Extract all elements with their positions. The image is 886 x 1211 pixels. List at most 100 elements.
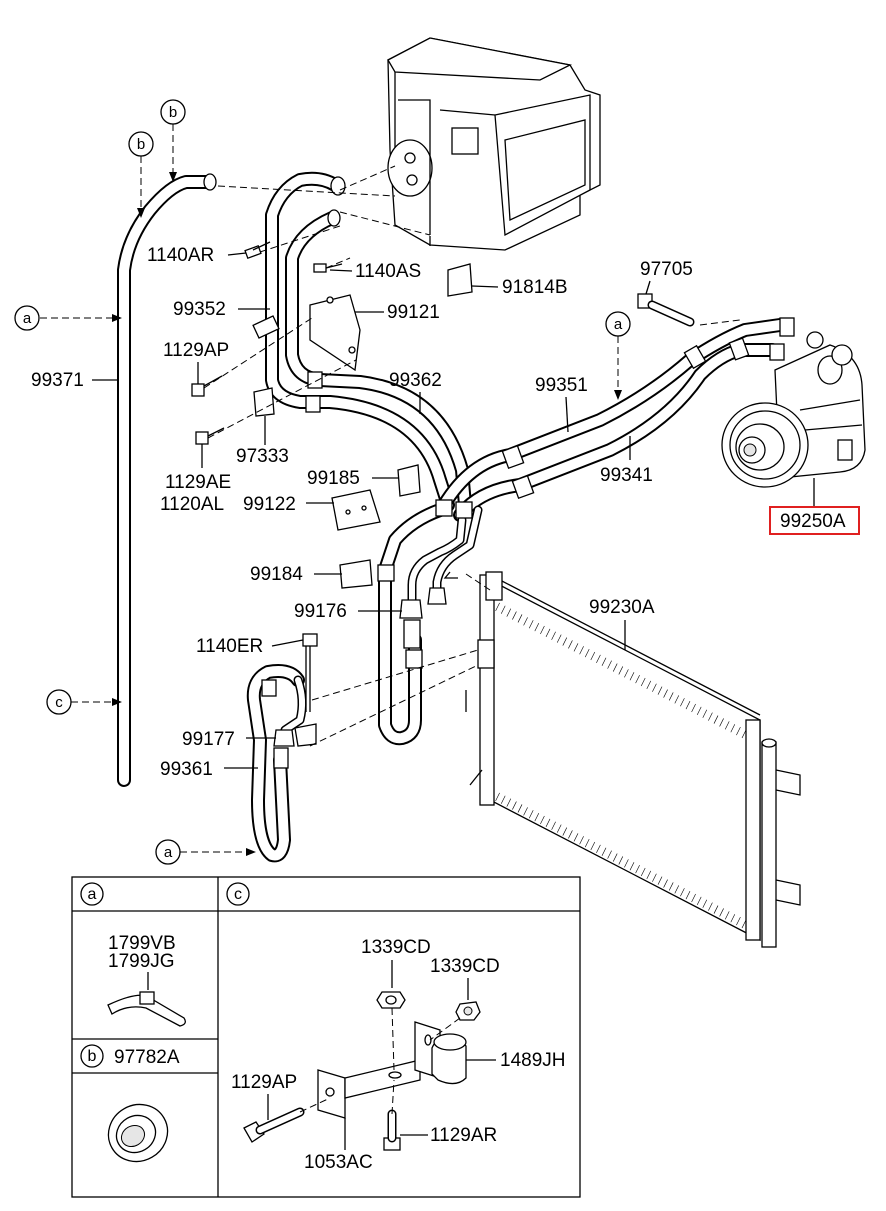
condenser-fin: [652, 873, 657, 882]
svg-text:99362: 99362: [389, 370, 442, 391]
svg-text:a: a: [23, 310, 32, 327]
condenser-fin: [612, 853, 618, 862]
condenser-fin: [607, 850, 612, 859]
condenser-fin: [562, 637, 568, 646]
callout-b-right: b: [160, 99, 186, 125]
svg-text:99122: 99122: [243, 494, 296, 515]
condenser-fin: [618, 856, 624, 865]
svg-text:1120AL: 1120AL: [160, 494, 224, 515]
label-97782A: 97782A: [114, 1047, 180, 1068]
condenser-fin: [646, 870, 652, 880]
table-header-b: b: [80, 1044, 104, 1068]
label-99351: 99351: [535, 375, 588, 433]
compressor-99250A: [721, 331, 866, 488]
svg-text:b: b: [137, 136, 145, 153]
condenser-fin: [512, 801, 517, 810]
condenser-fin: [680, 698, 685, 707]
label-99362: 99362: [389, 370, 442, 414]
label-1799JG: 1799JG: [108, 951, 175, 972]
label-1120AL: 1120AL: [160, 494, 224, 515]
condenser-fin: [601, 847, 607, 856]
svg-text:99177: 99177: [182, 729, 235, 750]
label-1129AP-detail: 1129AP: [231, 1072, 297, 1093]
mounting-bracket-drawing: [317, 1021, 441, 1119]
callout-a-middle: a: [605, 311, 631, 337]
condenser-fin: [696, 896, 702, 906]
condenser-fin: [713, 905, 719, 914]
svg-text:99121: 99121: [387, 302, 440, 323]
svg-text:99176: 99176: [294, 601, 347, 622]
svg-text:c: c: [55, 694, 63, 711]
callout-b-left: b: [128, 131, 154, 157]
condenser-fin: [579, 646, 584, 655]
condenser-fin: [685, 700, 691, 710]
callout-a-left: a: [14, 305, 40, 331]
svg-text:99371: 99371: [31, 370, 84, 391]
condenser-fin: [556, 824, 562, 833]
condenser-fin: [652, 683, 657, 692]
condenser-fin: [629, 672, 635, 681]
condenser-fin: [674, 695, 680, 704]
svg-text:1129AE: 1129AE: [165, 472, 231, 493]
condenser-fin: [523, 807, 528, 816]
label-1799VB: 1799VB: [108, 933, 176, 954]
label-99121: 99121: [355, 302, 440, 323]
condenser-fin: [724, 721, 730, 730]
condenser-fin: [573, 643, 579, 652]
condenser-fin: [635, 674, 640, 684]
condenser-fin: [708, 712, 713, 721]
condenser-fin: [506, 608, 512, 617]
condenser-fin: [663, 689, 668, 698]
svg-text:99250A: 99250A: [780, 511, 846, 532]
svg-text:99351: 99351: [535, 375, 588, 396]
condenser-fin: [719, 718, 724, 727]
condenser-fin: [584, 838, 590, 848]
rubber-insulator-drawing: [431, 1033, 467, 1085]
condenser-fin: [663, 879, 668, 888]
condenser-fin: [596, 654, 601, 664]
label-99230A: 99230A: [589, 597, 655, 650]
evaporator-unit-drawing: [387, 37, 601, 251]
label-1140AS: 1140AS: [329, 261, 421, 282]
condenser-fin: [624, 669, 629, 678]
condenser-fin: [741, 729, 747, 739]
condenser-fin: [680, 888, 685, 897]
label-99361: 99361: [160, 759, 258, 780]
condenser-fin: [500, 795, 506, 804]
label-99177: 99177: [182, 729, 276, 750]
svg-text:b: b: [169, 104, 177, 121]
condenser-fin: [674, 885, 680, 894]
svg-text:1140AS: 1140AS: [355, 261, 421, 282]
condenser-fin: [668, 882, 674, 891]
condenser-fin: [506, 798, 512, 807]
condenser-fin: [657, 876, 663, 885]
condenser-fin: [573, 833, 579, 842]
condenser-fin: [618, 666, 624, 675]
condenser-fin: [556, 634, 562, 643]
svg-text:97333: 97333: [236, 446, 289, 467]
condenser-fin: [685, 890, 691, 900]
condenser-fin: [568, 830, 573, 839]
hose-assembly-99352-99362: [265, 171, 472, 512]
condenser-fin: [612, 663, 618, 672]
condenser-fin: [736, 916, 741, 926]
label-99250A-highlighted[interactable]: 99250A: [769, 478, 860, 535]
condenser-fin: [596, 844, 601, 854]
svg-text:1140ER: 1140ER: [196, 636, 263, 657]
condenser-fin: [568, 640, 573, 649]
svg-text:99185: 99185: [307, 468, 360, 489]
condenser-fin: [540, 625, 545, 635]
condenser-fin: [719, 908, 724, 917]
svg-text:99361: 99361: [160, 759, 213, 780]
condenser-fin: [495, 602, 500, 612]
detail-table: a c b 1799VB 1799JG 97782A 1339CD 1339CD: [71, 876, 581, 1198]
condenser-fin: [730, 914, 736, 923]
label-1489JH: 1489JH: [500, 1050, 566, 1071]
condenser-fin: [736, 726, 741, 736]
condenser-fin: [668, 692, 674, 701]
condenser-fin: [528, 620, 534, 629]
label-1339CD-1: 1339CD: [361, 937, 431, 958]
svg-text:97705: 97705: [640, 259, 693, 280]
condenser-fin: [551, 821, 556, 830]
svg-text:a: a: [88, 886, 97, 903]
